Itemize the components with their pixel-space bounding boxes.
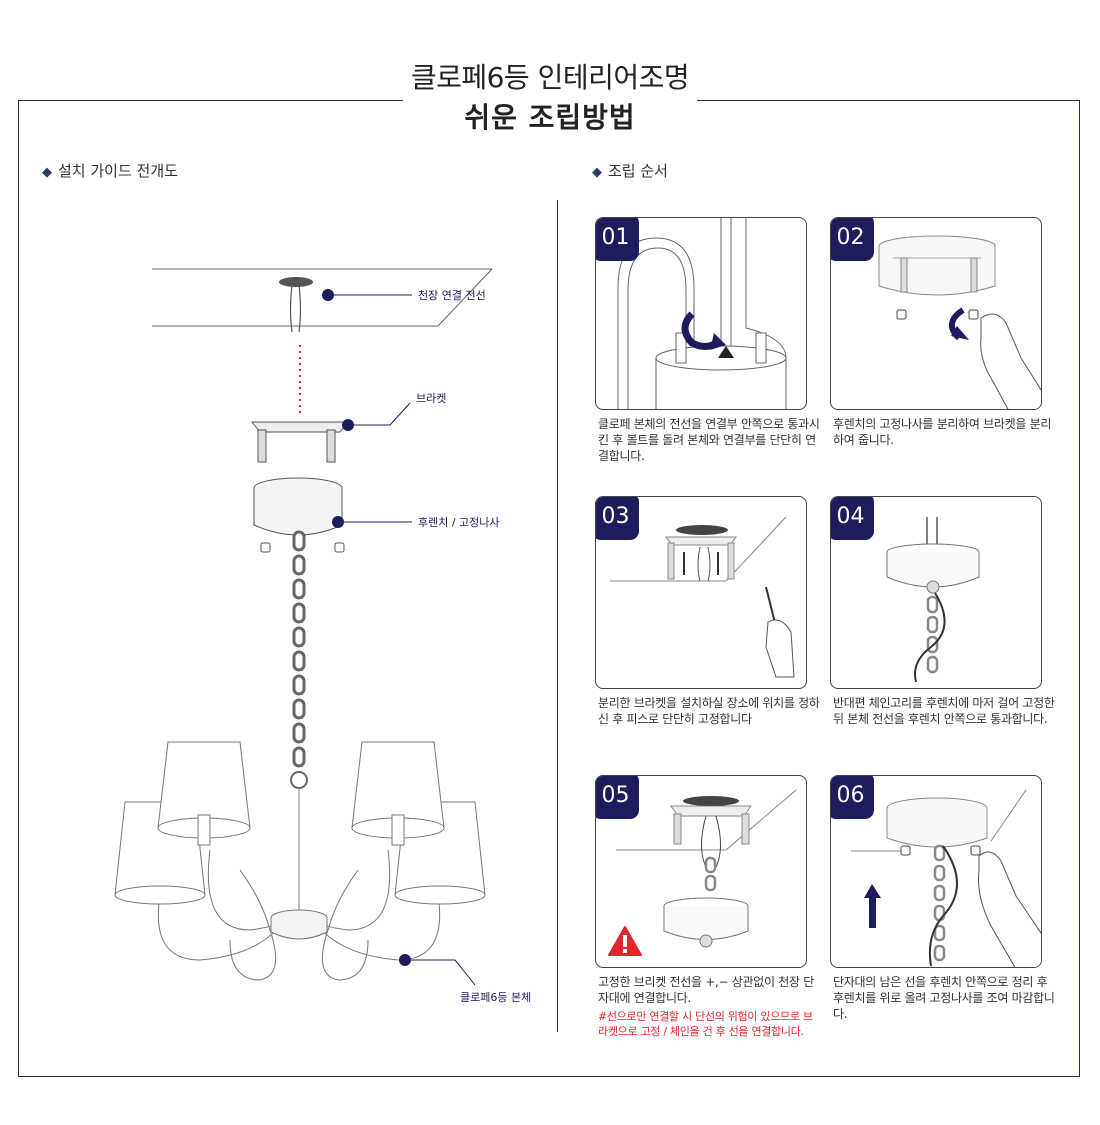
step-03-text: 분리한 브라켓을 설치하실 장소에 위치를 정하신 후 피스로 단단히 고정합니… (598, 696, 820, 726)
step-02-text: 후렌치의 고정나사를 분리하여 브라켓을 분리하여 줍니다. (833, 417, 1052, 447)
label-ceiling-wire: 천장 연결 전선 (418, 288, 486, 302)
chandelier-drawing (114, 741, 486, 981)
screwdriver-hand-drawing (765, 586, 795, 678)
step-05-warning: #선으로만 연결할 시 단선의 위험이 있으므로 브라켓으로 고정 / 체인을 … (598, 1010, 813, 1038)
ceiling-plane (152, 268, 493, 327)
step-05-illustration (616, 789, 797, 948)
step-06-text: 단자대의 남은 선을 후렌치 안쪽으로 정리 후 후렌치를 위로 올려 고정나사… (833, 975, 1055, 1021)
ceiling-wire-drawing (289, 283, 302, 333)
page-title: 클로페6등 인테리어조명 (410, 61, 690, 94)
step-04-badge: 04 (831, 497, 874, 540)
step-05-badge: 05 (596, 776, 639, 819)
hand-drawing (980, 313, 1041, 409)
hand-drawing (978, 851, 1041, 967)
page-subtitle: 쉬운 조립방법 (464, 101, 636, 134)
step-04-illustration (886, 517, 980, 683)
step-02-badge: 02 (831, 218, 874, 261)
chain-drawing (933, 844, 946, 962)
canopy-drawing (253, 477, 345, 553)
step-06-card: 06 (830, 775, 1042, 968)
step-04-card: 04 (830, 496, 1042, 689)
exploded-diagram: 천장 연결 전선 브라켓 후렌치 / 고정나사 (114, 268, 531, 1004)
column-divider (557, 200, 558, 1032)
step-06-illustration (851, 789, 1041, 967)
label-canopy-screw: 후렌치 / 고정나사 (418, 516, 500, 529)
diamond-bullet-icon: ◆ (592, 165, 602, 180)
up-arrow-icon (864, 884, 881, 928)
chain-drawing (926, 595, 939, 674)
step-05-text: 고정한 브리켓 전선을 +,− 상관없이 천장 단자대에 연결합니다. (598, 975, 814, 1005)
right-section-heading: ◆조립 순서 (592, 162, 668, 180)
diamond-bullet-icon: ◆ (42, 165, 52, 180)
step-03-card: 03 (595, 496, 807, 689)
step-01-badge: 01 (596, 218, 639, 261)
step-02-card: 02 (830, 217, 1042, 410)
ceiling-hole (279, 277, 313, 287)
chain-drawing (290, 530, 308, 789)
step-01-text: 클로페 본체의 전선을 연결부 안쪽으로 통과시킨 후 볼트를 돌려 본체와 연… (598, 417, 820, 463)
step-03-badge: 03 (596, 497, 639, 540)
step-01-card: 01 (595, 217, 807, 410)
rotate-arrow-icon (681, 311, 719, 350)
step-06-badge: 06 (831, 776, 874, 819)
bracket-drawing (250, 421, 350, 463)
step-01-illustration (617, 218, 787, 409)
step-05-card: 05 (595, 775, 807, 968)
step-02-illustration (878, 235, 1041, 409)
warning-triangle-icon (608, 926, 642, 956)
label-body: 클로페6등 본체 (460, 991, 531, 1004)
label-bracket: 브라켓 (416, 392, 446, 405)
left-section-heading: ◆설치 가이드 전개도 (42, 162, 178, 180)
step-04-text: 반대편 체인고리를 후렌치에 마저 걸어 고정한 뒤 본체 전선을 후렌치 안쪽… (833, 696, 1055, 726)
step-03-illustration (610, 516, 795, 678)
callout-dot (322, 289, 334, 301)
